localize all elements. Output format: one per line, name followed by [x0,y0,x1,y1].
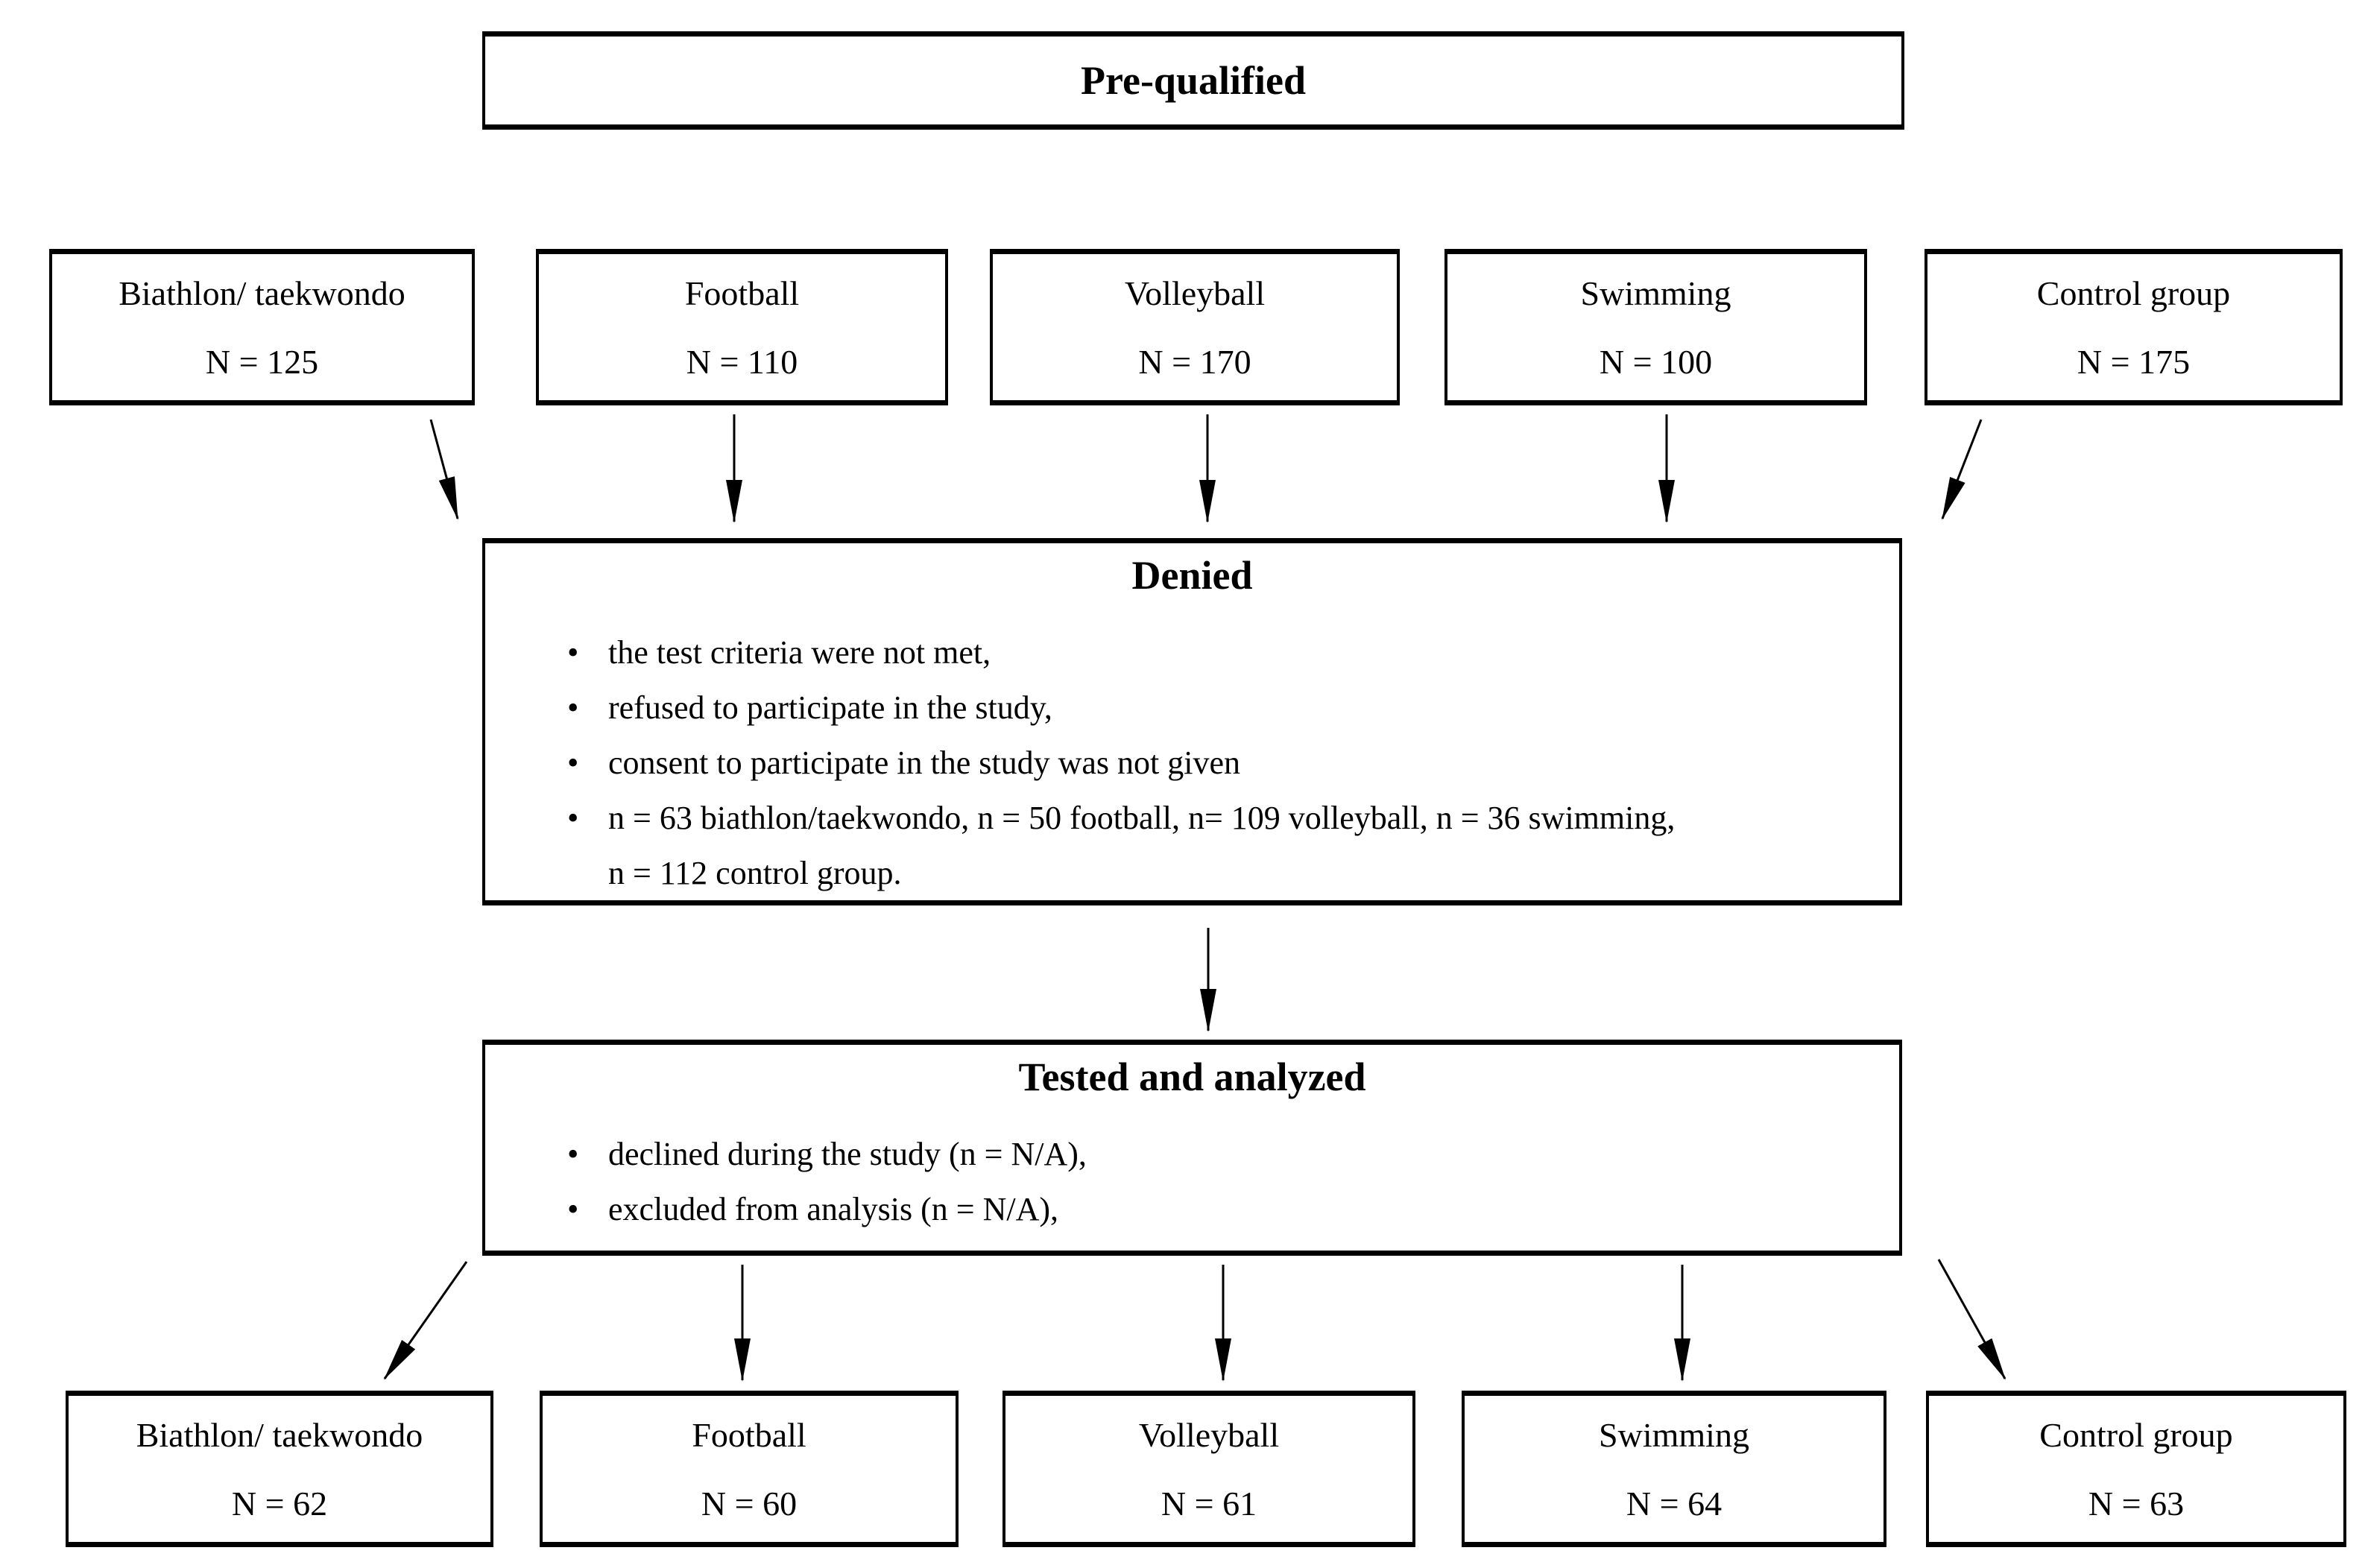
top-box-volleyball: Volleyball N = 170 [990,249,1400,405]
group-label: Volleyball [1124,274,1266,312]
top-box-control-group: Control group N = 175 [1924,249,2343,405]
group-n: N = 110 [686,342,798,381]
group-label: Football [684,274,800,312]
tested-bullet: • declined during the study (n = N/A), [567,1127,1854,1182]
top-box-biathlon-taekwondo: Biathlon/ taekwondo N = 125 [49,249,475,405]
bullet-icon: • [567,745,579,781]
tested-title: Tested and analyzed [1018,1055,1366,1099]
denied-box: Denied • the test criteria were not met, … [482,538,1902,905]
group-label: Swimming [1580,274,1731,312]
group-label: Football [692,1415,806,1454]
bullet-icon: • [567,800,579,836]
flow-arrow [1941,419,1983,520]
tested-box: Tested and analyzed • declined during the… [482,1040,1902,1256]
bottom-box-swimming: Swimming N = 64 [1462,1391,1886,1547]
group-label: Biathlon/ taekwondo [136,1415,423,1454]
denied-bullet-list: • the test criteria were not met, • refuse… [485,625,1899,901]
denied-bullet-text: the test criteria were not met, [608,634,991,671]
group-label: Control group [2039,1415,2233,1454]
bottom-box-biathlon-taekwondo: Biathlon/ taekwondo N = 62 [66,1391,493,1547]
tested-bullet-text: excluded from analysis (n = N/A), [608,1191,1058,1227]
denied-bullet: • consent to participate in the study was… [567,736,1854,791]
group-n: N = 100 [1599,342,1713,381]
bullet-icon: • [567,689,579,726]
bottom-box-football: Football N = 60 [540,1391,959,1547]
group-label: Biathlon/ taekwondo [119,274,405,312]
group-n: N = 125 [205,342,319,381]
bottom-box-control-group: Control group N = 63 [1926,1391,2346,1547]
bullet-icon: • [567,1136,579,1172]
group-n: N = 64 [1626,1484,1723,1523]
denied-bullet-text: n = 63 biathlon/taekwondo, n = 50 footba… [608,800,1676,836]
group-n: N = 170 [1138,342,1251,381]
group-n: N = 63 [2088,1484,2185,1523]
tested-bullet: • excluded from analysis (n = N/A), [567,1182,1854,1237]
flow-arrow [429,419,459,520]
denied-title: Denied [1131,553,1253,598]
denied-bullet: • refused to participate in the study, [567,680,1854,736]
bottom-box-volleyball: Volleyball N = 61 [1002,1391,1415,1547]
denied-bullet-text: refused to participate in the study, [608,689,1052,726]
denied-bullet-text-continued: n = 112 control group. [608,855,902,891]
tested-bullet-text: declined during the study (n = N/A), [608,1136,1087,1172]
prequalified-box: Pre-qualified [482,31,1904,130]
tested-bullet-list: • declined during the study (n = N/A), • e… [485,1127,1899,1237]
group-n: N = 60 [701,1484,798,1523]
denied-bullet-text: consent to participate in the study was … [608,745,1241,781]
bullet-icon: • [567,1191,579,1227]
group-label: Control group [2036,274,2231,312]
top-box-football: Football N = 110 [536,249,948,405]
group-n: N = 62 [231,1484,328,1523]
group-label: Volleyball [1138,1415,1280,1454]
denied-bullet: • n = 63 biathlon/taekwondo, n = 50 footb… [567,791,1854,901]
group-label: Swimming [1599,1415,1749,1454]
bullet-icon: • [567,634,579,671]
top-box-swimming: Swimming N = 100 [1444,249,1867,405]
flow-arrow [1937,1259,2006,1380]
group-n: N = 61 [1161,1484,1257,1523]
denied-bullet: • the test criteria were not met, [567,625,1854,680]
prequalified-label: Pre-qualified [1081,58,1306,103]
flow-arrow [383,1261,468,1380]
group-n: N = 175 [2077,342,2191,381]
